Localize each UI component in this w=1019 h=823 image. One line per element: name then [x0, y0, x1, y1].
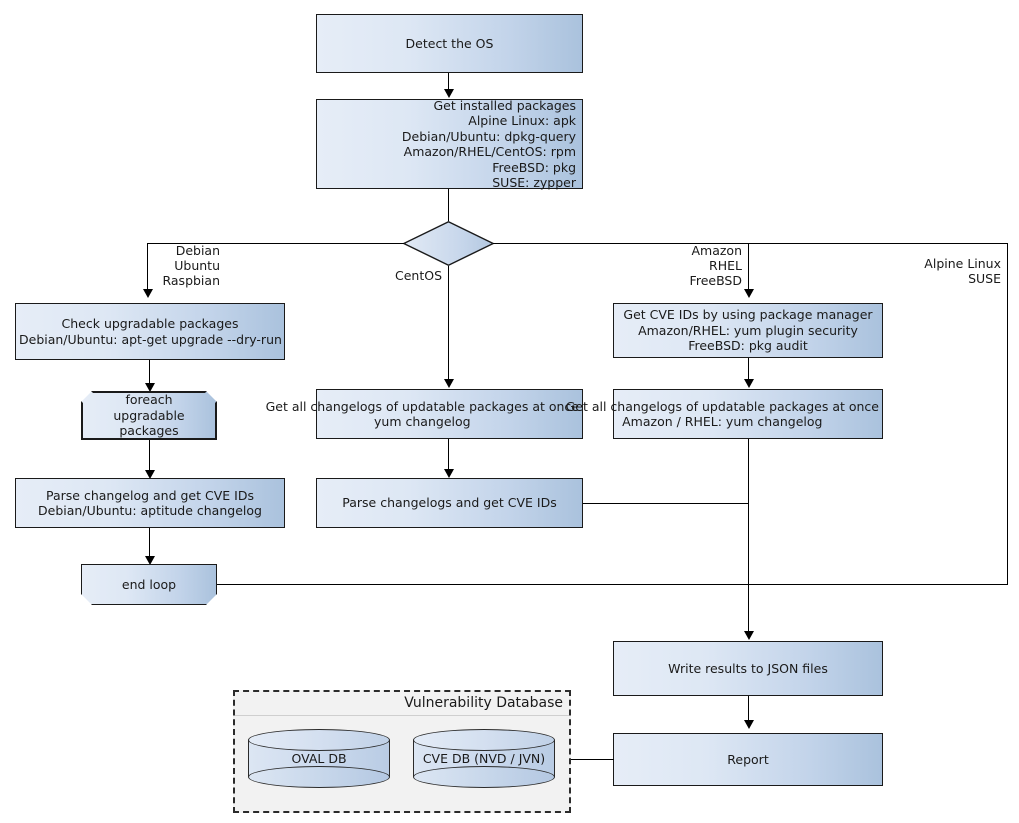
- edge-label-amazon: Amazon RHEL FreeBSD: [672, 243, 742, 288]
- check-upgradable-line1: Check upgradable packages: [61, 316, 239, 331]
- arrowhead-check-to-foreach: [145, 383, 155, 392]
- db-cylinder-oval-label: OVAL DB: [291, 751, 347, 766]
- node-foreach-loop-start[interactable]: foreach upgradable packages: [81, 391, 217, 440]
- get-cve-ids-line1: Get CVE IDs by using package manager: [623, 307, 873, 323]
- connector-alpine-branch: [1007, 243, 1008, 585]
- node-get-installed-packages[interactable]: Get installed packages Alpine Linux: apk…: [316, 97, 583, 190]
- parse-changelog-deb-line1: Parse changelog and get CVE IDs: [46, 487, 254, 503]
- connector-centos-changelogs-to-parse: [448, 439, 449, 470]
- get-cve-ids-line3: FreeBSD: pkg audit: [688, 338, 808, 354]
- install-line-5: FreeBSD: pkg: [492, 159, 576, 175]
- connector-merge-to-write-results: [748, 439, 749, 632]
- arrowhead-debian-branch: [143, 289, 153, 298]
- node-parse-changelogs-centos[interactable]: Parse changelogs and get CVE IDs: [316, 478, 583, 528]
- arrowhead-centos-branch: [444, 379, 454, 388]
- changelogs-centos-line1: Get all changelogs of updatable packages…: [265, 398, 579, 414]
- vulnerability-database-title: Vulnerability Database: [283, 695, 563, 711]
- edge-label-alpine: Alpine Linux SUSE: [900, 256, 1001, 286]
- db-cylinder-oval[interactable]: OVAL DB: [248, 729, 390, 788]
- arrowhead-merge-to-write-results: [744, 631, 754, 640]
- install-line-1: Get installed packages: [433, 97, 576, 113]
- decision-diamond-outline: [403, 221, 494, 266]
- node-detect-os[interactable]: Detect the OS: [316, 14, 583, 73]
- vulnerability-database-title-text: Vulnerability Database: [404, 695, 563, 711]
- changelogs-amazon-line2: Amazon / RHEL: yum changelog: [622, 414, 823, 429]
- node-report[interactable]: Report: [613, 733, 883, 786]
- install-line-2: Alpine Linux: apk: [468, 113, 576, 128]
- end-loop-label: end loop: [121, 576, 177, 592]
- install-line-4: Amazon/RHEL/CentOS: rpm: [403, 144, 576, 159]
- connector-amazon-branch: [748, 243, 749, 289]
- connector-parse-centos-to-merge: [583, 503, 749, 504]
- edge-label-amazon-line1: Amazon: [691, 243, 742, 258]
- arrowhead-centos-changelogs-to-parse: [444, 469, 454, 478]
- install-line-6: SUSE: zypper: [492, 175, 576, 190]
- db-cylinder-cve-top-cap: [413, 729, 555, 751]
- connector-debian-branch: [147, 243, 148, 289]
- bus-left-branch: [147, 243, 404, 244]
- node-check-upgradable-packages[interactable]: Check upgradable packages Debian/Ubuntu:…: [15, 303, 285, 360]
- edge-label-debian-line3: Raspbian: [162, 273, 220, 288]
- db-cylinder-cve-label: CVE DB (NVD / JVN): [422, 751, 546, 766]
- node-parse-changelog-debian[interactable]: Parse changelog and get CVE IDs Debian/U…: [15, 478, 285, 528]
- edge-label-debian: Debian Ubuntu Raspbian: [152, 243, 220, 288]
- arrowhead-write-to-report: [744, 720, 754, 729]
- edge-label-amazon-line3: FreeBSD: [689, 273, 742, 288]
- arrowhead-cveids-to-changelogs: [744, 379, 754, 388]
- edge-label-alpine-line1: Alpine Linux: [924, 256, 1001, 271]
- db-cylinder-cve-bottom-cap: [413, 766, 555, 788]
- vulnerability-database-title-divider: [235, 715, 569, 716]
- parse-changelog-deb-line2: Debian/Ubuntu: aptitude changelog: [38, 503, 262, 518]
- connector-detect-to-install: [448, 73, 449, 91]
- node-get-all-changelogs-centos[interactable]: Get all changelogs of updatable packages…: [266, 389, 583, 439]
- changelogs-amazon-line1: Get all changelogs of updatable packages…: [565, 398, 879, 414]
- arrowhead-detect-to-install: [444, 89, 454, 98]
- edge-label-amazon-line2: RHEL: [709, 258, 742, 273]
- edge-label-centos-text: CentOS: [394, 268, 442, 283]
- db-cylinder-cve[interactable]: CVE DB (NVD / JVN): [413, 729, 555, 788]
- get-cve-ids-line2: Amazon/RHEL: yum plugin security: [638, 322, 858, 338]
- db-cylinder-oval-bottom-cap: [248, 766, 390, 788]
- changelogs-centos-line2: yum changelog: [374, 414, 471, 429]
- node-write-results-json[interactable]: Write results to JSON files: [613, 641, 883, 696]
- node-get-all-changelogs-amazon[interactable]: Get all changelogs of updatable packages…: [566, 389, 883, 439]
- arrowhead-parse-to-endloop: [145, 556, 155, 565]
- db-cylinder-oval-top-cap: [248, 729, 390, 751]
- arrowhead-amazon-branch: [744, 289, 754, 298]
- install-line-3: Debian/Ubuntu: dpkg-query: [401, 128, 576, 144]
- report-label: Report: [727, 751, 769, 767]
- connector-centos-branch: [448, 266, 449, 379]
- connector-vulndb-to-report: [570, 759, 614, 760]
- foreach-line2: upgradable packages: [113, 407, 185, 439]
- connector-install-to-decision: [448, 189, 449, 221]
- parse-changelogs-centos-label: Parse changelogs and get CVE IDs: [342, 495, 557, 511]
- connector-write-to-report: [748, 696, 749, 721]
- foreach-line1: foreach: [125, 392, 173, 408]
- node-get-cve-ids-package-manager[interactable]: Get CVE IDs by using package manager Ama…: [613, 303, 883, 358]
- edge-label-debian-line2: Ubuntu: [174, 258, 220, 273]
- connector-cveids-to-changelogs: [748, 358, 749, 380]
- edge-label-alpine-line2: SUSE: [968, 271, 1001, 286]
- bus-right-branch: [493, 243, 1008, 244]
- edge-label-debian-line1: Debian: [175, 243, 220, 258]
- node-end-loop[interactable]: end loop: [81, 564, 217, 605]
- connector-check-to-foreach: [149, 360, 150, 384]
- connector-parse-to-endloop: [149, 528, 150, 557]
- check-upgradable-line2: Debian/Ubuntu: apt-get upgrade --dry-run: [19, 331, 282, 347]
- node-detect-os-label: Detect the OS: [405, 35, 494, 51]
- write-results-label: Write results to JSON files: [668, 660, 828, 676]
- connector-endloop-to-merge: [217, 584, 1008, 585]
- edge-label-centos: CentOS: [380, 268, 442, 283]
- connector-foreach-to-parse: [149, 440, 150, 471]
- arrowhead-foreach-to-parse: [145, 470, 155, 479]
